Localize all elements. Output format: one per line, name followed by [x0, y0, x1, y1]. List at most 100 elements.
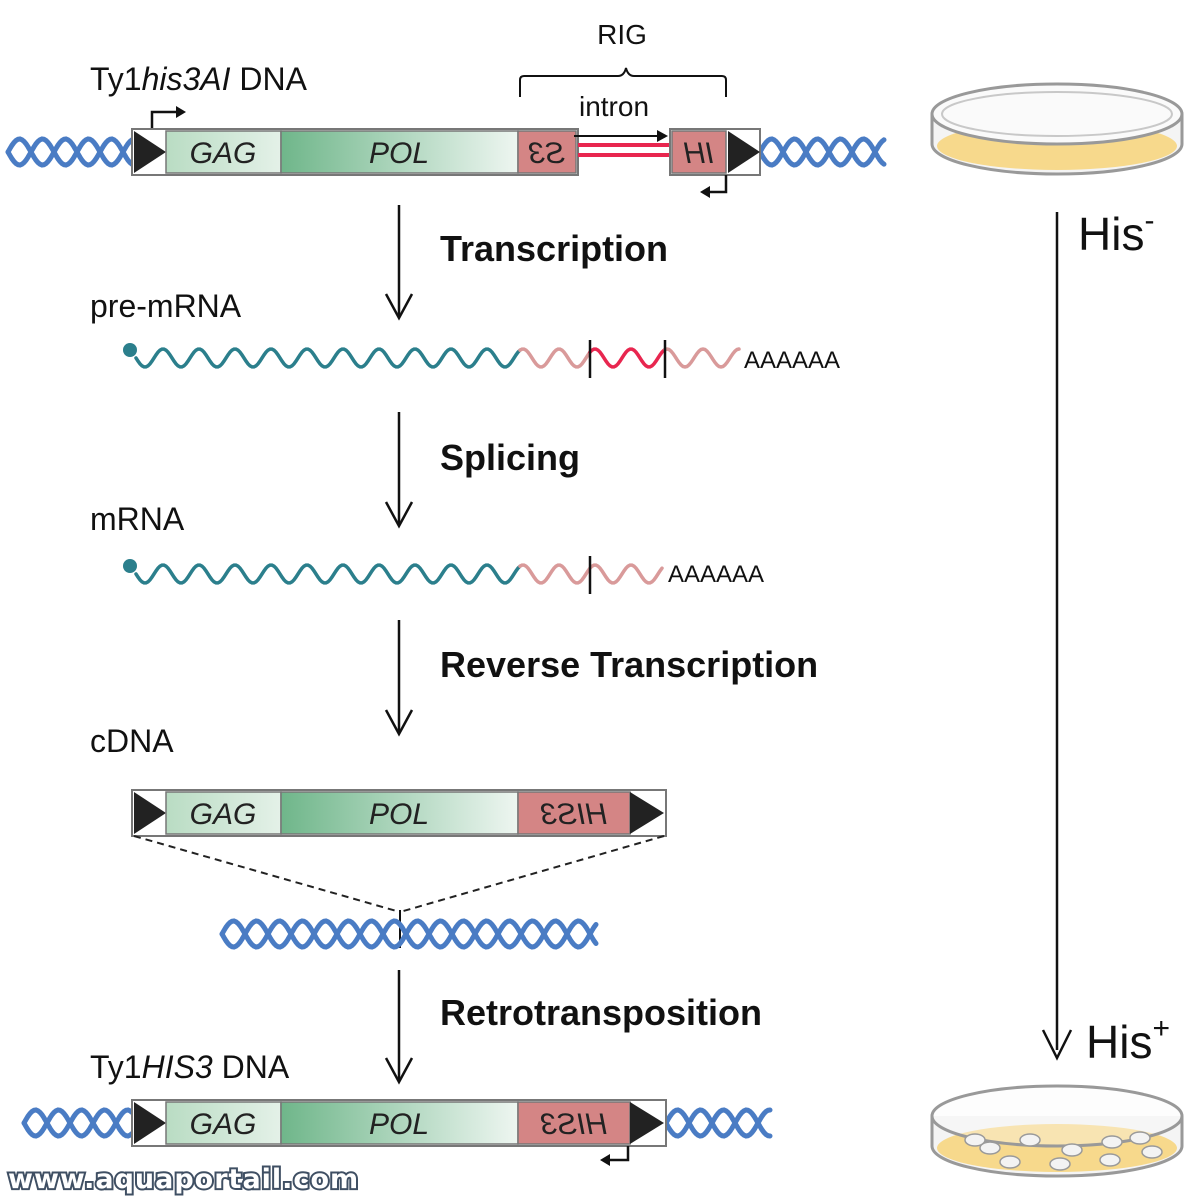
dna-helix-right [757, 136, 887, 168]
ty1-his3ai-construct: Ty1his3AI DNA GAG POL S3 IH RIG intron [5, 19, 887, 198]
rna-strand-segment [588, 347, 666, 369]
target-dna-helix [219, 918, 599, 950]
rna-strand-segment [134, 563, 522, 585]
promoter-arrow-icon [150, 110, 180, 131]
arrowhead-icon [384, 709, 414, 737]
dna-helix-left [21, 1107, 135, 1139]
rig-label: RIG [597, 19, 647, 50]
intron-label: intron [579, 91, 649, 122]
poly-a-tail: AAAAAA [668, 561, 764, 588]
pol-label: POL [369, 137, 429, 170]
five-prime-cap [123, 343, 137, 357]
helix-strand [5, 136, 135, 168]
mrna-wave [134, 563, 664, 585]
pre-mrna-wave [134, 347, 741, 369]
ltr-triangle-icon [134, 792, 166, 834]
ltr-triangle-icon [134, 1102, 166, 1144]
his-plus-label: His+ [1086, 1012, 1170, 1068]
insertion-dashed-line [133, 835, 401, 913]
arrowhead-icon [700, 186, 710, 198]
gag-label: GAG [190, 798, 257, 831]
colony [1101, 1135, 1123, 1149]
axis-arrowhead-icon [1041, 1029, 1073, 1061]
pol-segment [280, 791, 519, 835]
gag-segment [165, 791, 282, 835]
mrna-transcript: mRNA AAAAAA [90, 501, 764, 594]
petri-dish-his-plus [930, 1084, 1184, 1178]
colony [1049, 1157, 1071, 1171]
gag-label: GAG [190, 1108, 257, 1141]
colony [1019, 1133, 1041, 1147]
helix-strand [21, 1107, 135, 1139]
ltr-triangle-icon [630, 792, 664, 834]
step-reverse-transcription: Reverse Transcription [440, 644, 818, 685]
his3-3prime-segment [517, 130, 577, 174]
helix-strand [663, 1107, 773, 1139]
watermark-text: www.aquaportail.com [8, 1164, 359, 1195]
arrowhead-icon [384, 501, 414, 529]
his3-mirrored-label: HIS3 [540, 1108, 607, 1141]
helix-strand [219, 918, 599, 950]
helix-strand [5, 136, 135, 168]
colony [979, 1141, 1001, 1155]
rig-bracket [519, 67, 727, 97]
yeast-colonies [964, 1131, 1163, 1171]
mrna-label: mRNA [90, 501, 185, 537]
dna-helix-left [5, 136, 135, 168]
colony [1099, 1153, 1121, 1167]
dna-helix-right [663, 1107, 773, 1139]
ty1-his3-construct: Ty1HIS3 DNA GAG POL HIS3 [21, 1049, 773, 1166]
pol-segment [280, 1101, 519, 1145]
ih-mirrored-label: IH [684, 137, 714, 170]
dish-rim [930, 82, 1184, 146]
petri-dish-his-minus [930, 82, 1184, 176]
pol-label: POL [369, 1108, 429, 1141]
colony [964, 1133, 986, 1147]
gag-label: GAG [190, 137, 257, 170]
arrowhead-icon [384, 293, 414, 321]
reverse-promoter-arrow-icon [606, 1146, 630, 1162]
pre-mrna-label: pre-mRNA [90, 288, 242, 324]
helix-strand [757, 136, 887, 168]
rna-strand-segment [663, 347, 741, 369]
ty1-his3ai-label: Ty1his3AI DNA [90, 61, 308, 97]
insertion-dashed-line [399, 835, 665, 913]
arrowhead-icon [384, 1057, 414, 1085]
ltr-triangle-icon [134, 131, 166, 173]
helix-strand [21, 1107, 135, 1139]
poly-a-tail: AAAAAA [744, 347, 840, 374]
arrowhead-icon [657, 130, 668, 142]
ltr-triangle-icon [728, 131, 760, 173]
helix-strand [663, 1107, 773, 1139]
five-prime-cap [123, 559, 137, 573]
colony [1141, 1145, 1163, 1159]
step-retrotransposition: Retrotransposition [440, 992, 762, 1033]
step-transcription: Transcription [440, 228, 668, 269]
colony [1129, 1131, 1151, 1145]
dish-rim [930, 1084, 1184, 1148]
step-arrows [384, 205, 414, 1085]
his-minus-label: His- [1078, 204, 1154, 260]
his3-5prime-segment [671, 130, 727, 174]
colony [999, 1155, 1021, 1169]
pre-mrna-transcript: pre-mRNA AAAAAA [90, 288, 840, 378]
cdna-label: cDNA [90, 723, 174, 759]
arrowhead-icon [176, 106, 186, 118]
gag-segment [165, 1101, 282, 1145]
helix-strand [757, 136, 887, 168]
s3-mirrored-label: S3 [528, 137, 565, 170]
helix-strand [219, 918, 599, 950]
rna-strand-segment [518, 347, 592, 369]
step-splicing: Splicing [440, 437, 580, 478]
rna-strand-segment [134, 347, 522, 369]
colony [1061, 1143, 1083, 1157]
his3-mirrored-label: HIS3 [540, 798, 607, 831]
pol-label: POL [369, 798, 429, 831]
reverse-promoter-arrow-icon [706, 175, 728, 194]
cdna-construct: cDNA GAG POL HIS3 [90, 723, 667, 950]
ltr-triangle-icon [630, 1102, 664, 1144]
his3-segment [517, 791, 631, 835]
arrowhead-icon [600, 1154, 610, 1166]
ty1-his3-label: Ty1HIS3 DNA [90, 1049, 290, 1085]
